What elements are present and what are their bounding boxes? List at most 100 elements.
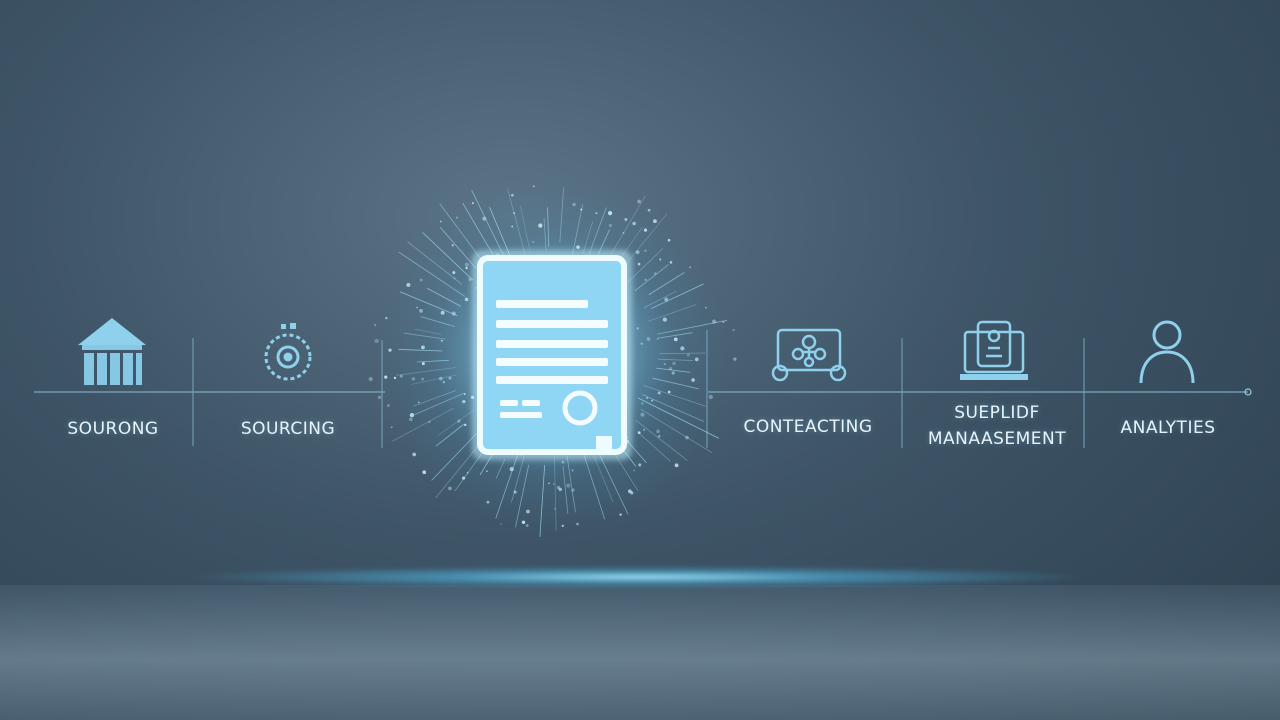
burst-particle bbox=[486, 470, 488, 473]
building-icon bbox=[78, 318, 146, 385]
burst-particle bbox=[669, 261, 673, 264]
burst-ray bbox=[658, 358, 694, 361]
burst-particle bbox=[451, 311, 456, 316]
burst-particle bbox=[595, 212, 598, 215]
burst-ray bbox=[515, 464, 530, 528]
timeline-end-dot bbox=[1244, 388, 1252, 396]
burst-particle bbox=[667, 238, 671, 242]
burst-ray bbox=[398, 251, 466, 297]
burst-particle bbox=[439, 220, 442, 223]
burst-ray bbox=[562, 466, 569, 515]
burst-particle bbox=[526, 509, 530, 514]
burst-particle bbox=[657, 391, 661, 395]
burst-particle bbox=[633, 469, 636, 472]
burst-particle bbox=[561, 524, 564, 527]
burst-particle bbox=[708, 394, 713, 400]
burst-particle bbox=[671, 371, 675, 375]
burst-particle bbox=[451, 244, 454, 247]
burst-ray bbox=[413, 392, 465, 416]
burst-ray bbox=[426, 287, 461, 307]
burst-particle bbox=[521, 520, 526, 524]
burst-ray bbox=[520, 205, 531, 252]
burst-particle bbox=[448, 486, 452, 491]
burst-particle bbox=[674, 463, 679, 468]
network-icon bbox=[771, 328, 847, 382]
burst-particle bbox=[571, 469, 574, 472]
burst-particle bbox=[532, 185, 535, 188]
gear-icon bbox=[264, 323, 312, 381]
burst-particle bbox=[636, 327, 639, 330]
burst-ray bbox=[399, 291, 458, 316]
burst-ray bbox=[648, 272, 685, 296]
burst-particle bbox=[635, 250, 640, 255]
burst-particle bbox=[663, 363, 666, 366]
burst-particle bbox=[452, 271, 456, 275]
burst-ray bbox=[420, 316, 456, 328]
burst-particle bbox=[576, 522, 579, 526]
burst-particle bbox=[500, 522, 502, 525]
stage-label-conteacting: CONTEACTING bbox=[743, 417, 873, 437]
burst-particle bbox=[532, 241, 534, 243]
burst-particle bbox=[377, 395, 382, 400]
burst-particle bbox=[374, 338, 379, 344]
burst-particle bbox=[421, 345, 425, 350]
burst-ray bbox=[571, 204, 584, 259]
burst-particle bbox=[637, 431, 641, 435]
burst-particle bbox=[440, 310, 445, 315]
burst-particle bbox=[668, 367, 673, 371]
user-icon bbox=[1139, 320, 1195, 384]
burst-particle bbox=[624, 217, 628, 222]
burst-particle bbox=[448, 376, 452, 380]
stage-label-analyties: ANALYTIES bbox=[1120, 418, 1216, 438]
burst-ray bbox=[422, 232, 474, 281]
burst-particle bbox=[632, 221, 636, 226]
burst-ray bbox=[640, 408, 713, 454]
stage-label-sourcing: SOURCING bbox=[240, 419, 336, 439]
burst-particle bbox=[637, 199, 641, 204]
burst-ray bbox=[553, 454, 557, 531]
burst-particle bbox=[657, 434, 661, 438]
burst-particle bbox=[643, 228, 648, 232]
burst-ray bbox=[413, 390, 457, 407]
burst-particle bbox=[421, 362, 425, 366]
burst-particle bbox=[438, 376, 443, 381]
horizon-glow bbox=[180, 566, 1100, 588]
burst-ray bbox=[582, 221, 594, 254]
burst-particle bbox=[694, 357, 699, 362]
burst-particle bbox=[411, 377, 416, 381]
burst-particle bbox=[384, 375, 388, 379]
burst-particle bbox=[673, 337, 678, 342]
burst-ray bbox=[416, 359, 449, 363]
burst-particle bbox=[374, 324, 377, 326]
burst-particle bbox=[462, 476, 466, 480]
burst-particle bbox=[662, 317, 667, 322]
burst-particle bbox=[656, 337, 659, 340]
stage-label-supplier-line2: MANAASEMENT bbox=[927, 429, 1067, 449]
burst-particle bbox=[453, 277, 456, 280]
burst-ray bbox=[657, 332, 693, 339]
burst-ray bbox=[635, 419, 688, 461]
burst-particle bbox=[457, 419, 461, 423]
burst-particle bbox=[409, 412, 415, 418]
burst-ray bbox=[439, 226, 477, 269]
burst-particle bbox=[419, 278, 423, 282]
burst-particle bbox=[680, 346, 685, 351]
burst-particle bbox=[457, 420, 460, 423]
burst-particle bbox=[638, 463, 642, 467]
burst-ray bbox=[539, 465, 546, 537]
burst-particle bbox=[646, 337, 651, 341]
burst-particle bbox=[566, 483, 571, 488]
burst-particle bbox=[464, 262, 469, 267]
burst-ray bbox=[648, 304, 697, 322]
burst-ray bbox=[637, 397, 720, 439]
burst-particle bbox=[455, 216, 459, 219]
burst-particle bbox=[651, 399, 654, 402]
burst-particle bbox=[558, 487, 563, 492]
burst-particle bbox=[607, 211, 613, 216]
burst-particle bbox=[653, 272, 657, 275]
burst-particle bbox=[368, 377, 373, 382]
burst-particle bbox=[463, 423, 467, 427]
burst-ray bbox=[641, 394, 705, 422]
